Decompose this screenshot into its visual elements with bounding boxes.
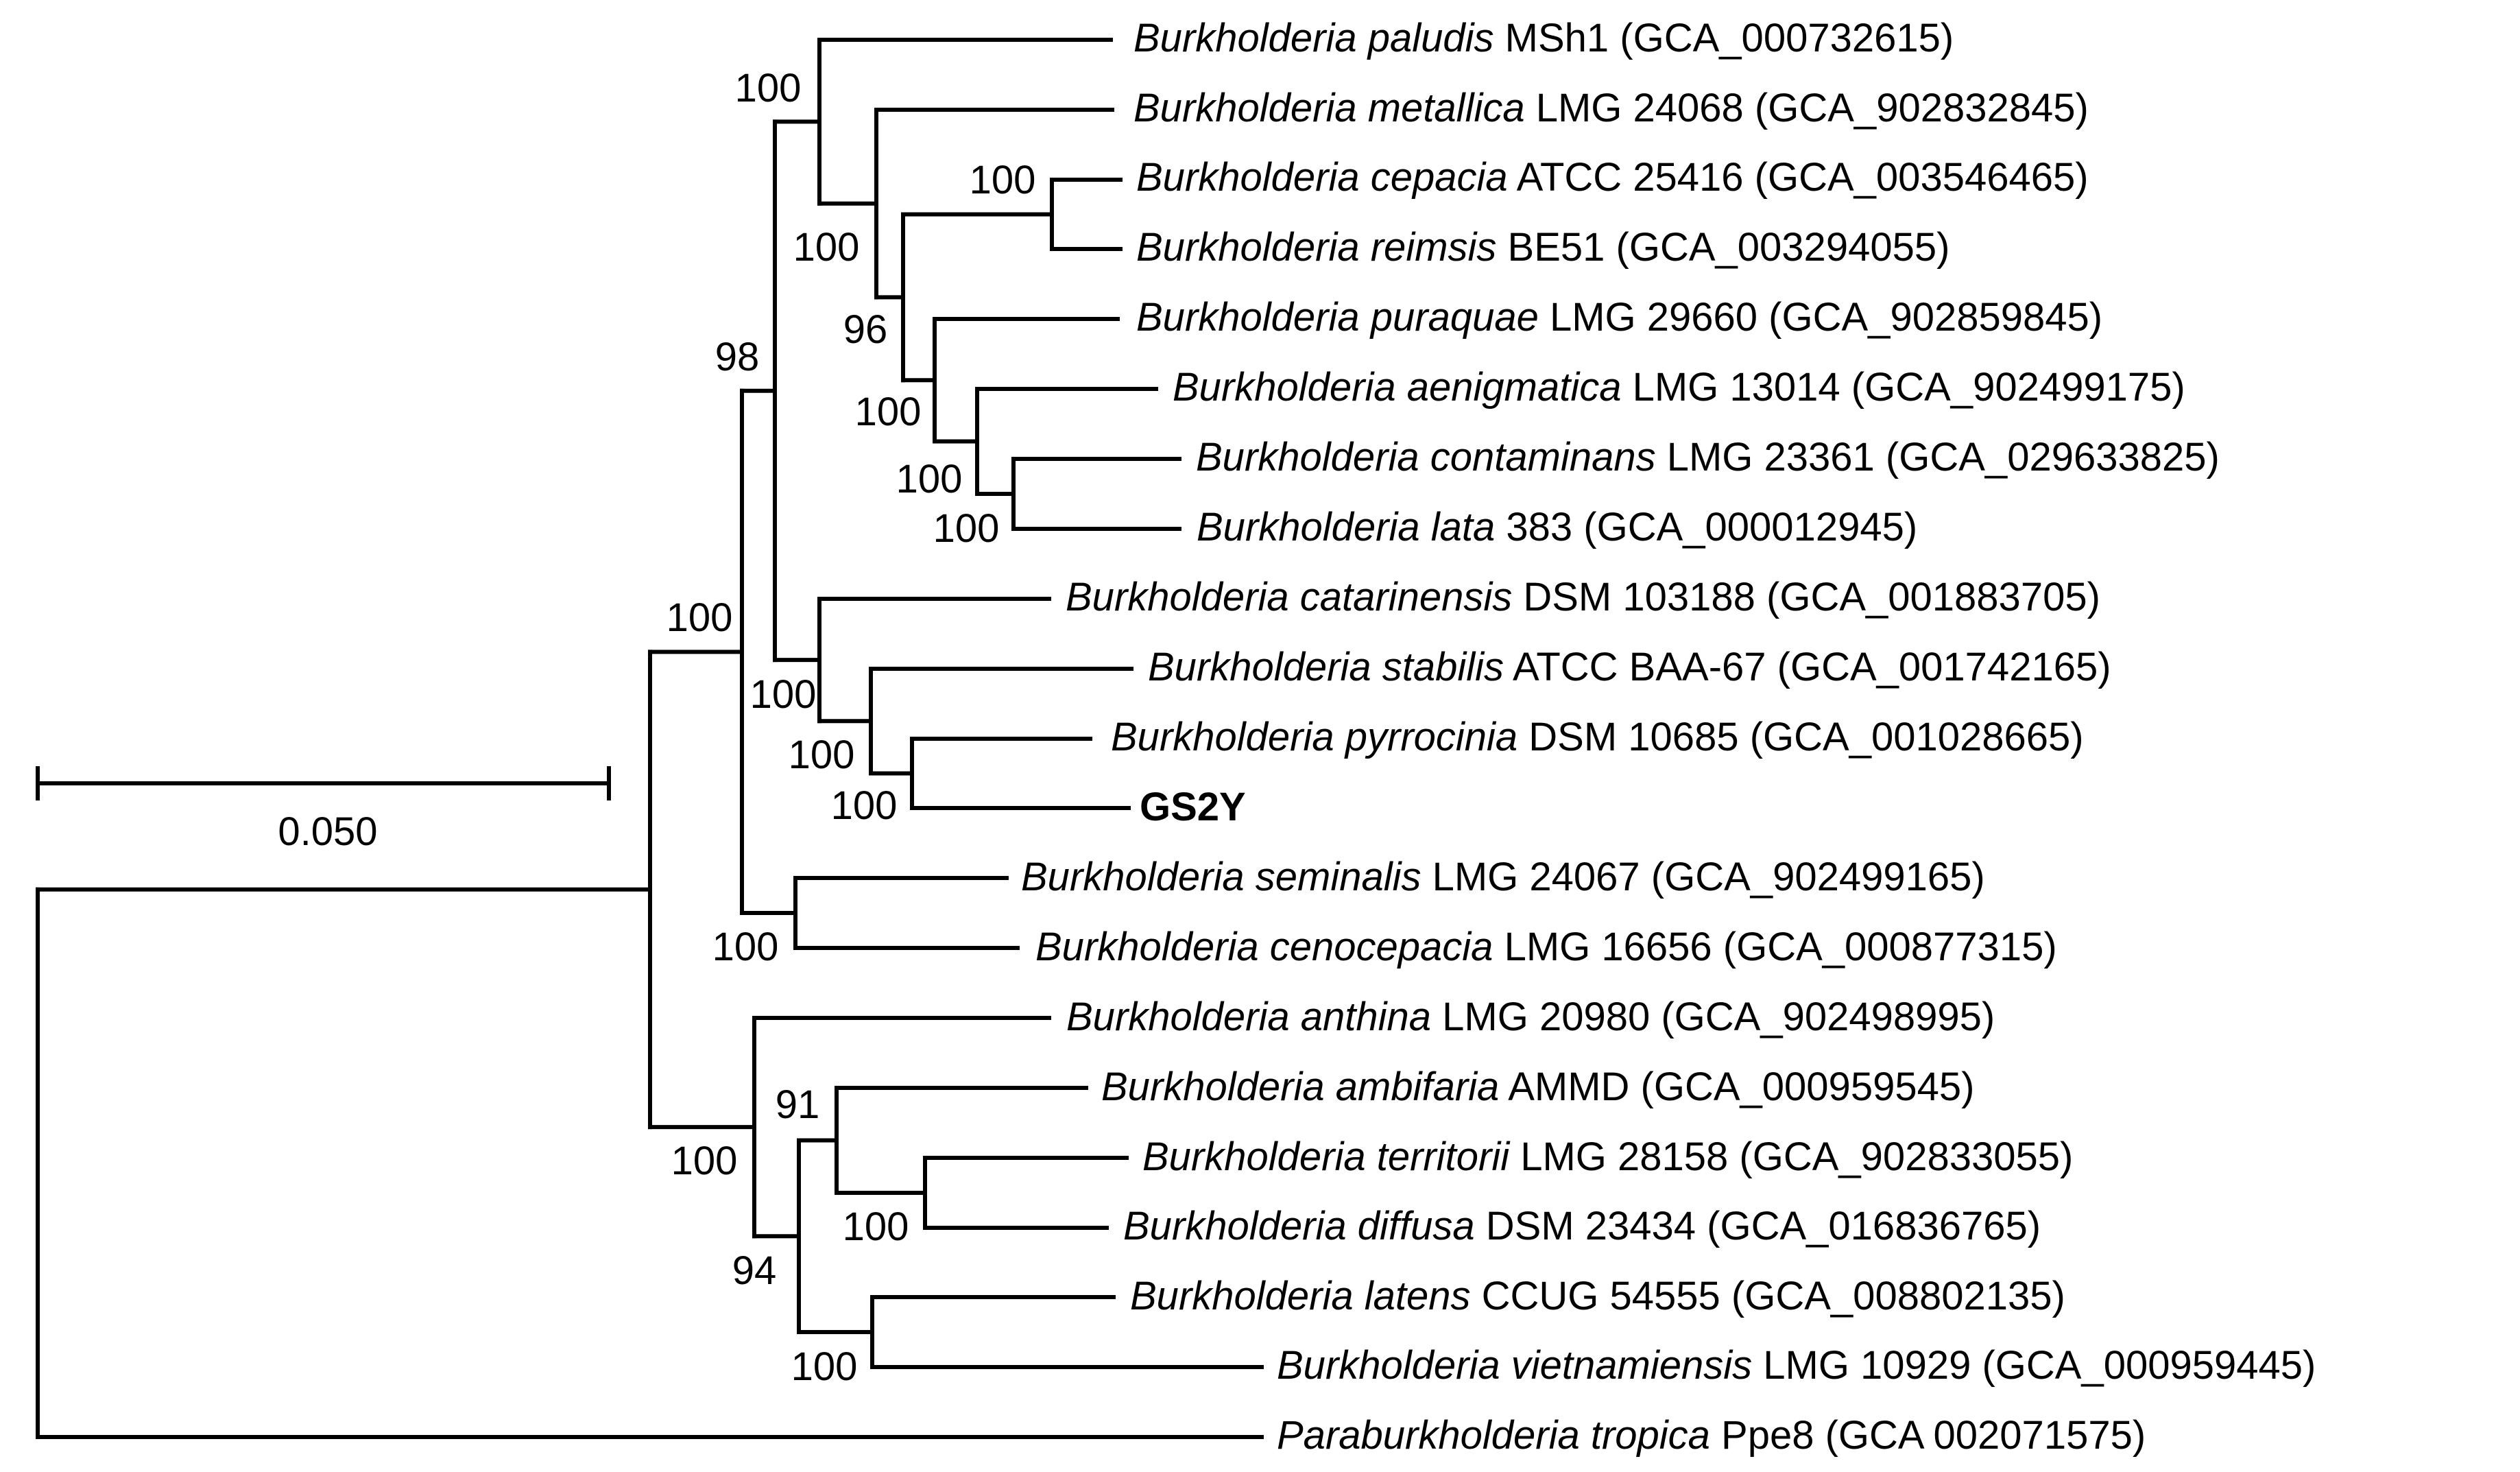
- scale-bar-label: 0.050: [278, 809, 377, 854]
- taxon-label: Burkholderia lata 383 (GCA_000012945): [1197, 505, 1917, 549]
- bootstrap-value: 96: [843, 307, 888, 352]
- bootstrap-value: 94: [732, 1248, 777, 1293]
- bootstrap-value: 91: [776, 1082, 820, 1127]
- taxon-label-query: GS2Y: [1140, 785, 1246, 829]
- bootstrap-value: 100: [793, 225, 860, 270]
- taxon-label: Paraburkholderia tropica Ppe8 (GCA 00207…: [1277, 1413, 2146, 1458]
- taxon-label: Burkholderia anthina LMG 20980 (GCA_9024…: [1066, 995, 1995, 1039]
- bootstrap-value: 100: [855, 390, 922, 434]
- bootstrap-value: 100: [970, 158, 1036, 202]
- taxon-label: Burkholderia territorii LMG 28158 (GCA_9…: [1142, 1135, 2073, 1179]
- bootstrap-value: 100: [667, 595, 733, 640]
- taxon-label: Burkholderia cepacia ATCC 25416 (GCA_003…: [1136, 155, 2089, 200]
- bootstrap-value: 100: [843, 1204, 909, 1249]
- scale-bar: 0.050: [36, 766, 611, 854]
- taxon-label: Burkholderia diffusa DSM 23434 (GCA_0168…: [1123, 1204, 2041, 1248]
- taxon-label: Burkholderia latens CCUG 54555 (GCA_0088…: [1130, 1274, 2065, 1318]
- bootstrap-value: 98: [715, 335, 760, 379]
- taxon-labels: Burkholderia paludis MSh1 (GCA_000732615…: [1021, 16, 2316, 1458]
- bootstrap-value: 100: [933, 506, 1000, 551]
- bootstrap-value: 100: [735, 66, 802, 110]
- taxon-label: Burkholderia catarinensis DSM 103188 (GC…: [1066, 575, 2100, 619]
- bootstrap-value: 100: [671, 1139, 738, 1183]
- bootstrap-value: 100: [712, 925, 779, 969]
- taxon-label: Burkholderia ambifaria AMMD (GCA_0009595…: [1101, 1065, 1974, 1109]
- bootstrap-value: 100: [831, 783, 898, 828]
- bootstrap-value: 100: [750, 672, 817, 717]
- bootstrap-labels: 100 100 100 96 100 100 100 98 100 100 100 100 100 100…: [667, 66, 1036, 1389]
- taxon-label: Burkholderia vietnamiensis LMG 10929 (GC…: [1277, 1343, 2316, 1388]
- bootstrap-value: 100: [896, 457, 963, 501]
- taxon-label: Burkholderia cenocepacia LMG 16656 (GCA_…: [1035, 925, 2057, 969]
- taxon-label: Burkholderia contaminans LMG 23361 (GCA_…: [1196, 435, 2220, 479]
- taxon-label: Burkholderia metallica LMG 24068 (GCA_90…: [1133, 86, 2089, 130]
- bootstrap-value: 100: [789, 733, 855, 777]
- bootstrap-value: 100: [791, 1344, 858, 1389]
- taxon-label: Burkholderia paludis MSh1 (GCA_000732615…: [1133, 16, 1954, 60]
- taxon-label: Burkholderia stabilis ATCC BAA-67 (GCA_0…: [1148, 645, 2111, 689]
- tree-branches: [36, 38, 1264, 1439]
- taxon-label: Burkholderia puraquae LMG 29660 (GCA_902…: [1136, 295, 2102, 340]
- taxon-label: Burkholderia pyrrocinia DSM 10685 (GCA_0…: [1111, 715, 2084, 759]
- taxon-label: Burkholderia seminalis LMG 24067 (GCA_90…: [1021, 855, 1985, 899]
- taxon-label: Burkholderia reimsis BE51 (GCA_003294055…: [1136, 225, 1949, 270]
- taxon-label: Burkholderia aenigmatica LMG 13014 (GCA_…: [1173, 365, 2185, 409]
